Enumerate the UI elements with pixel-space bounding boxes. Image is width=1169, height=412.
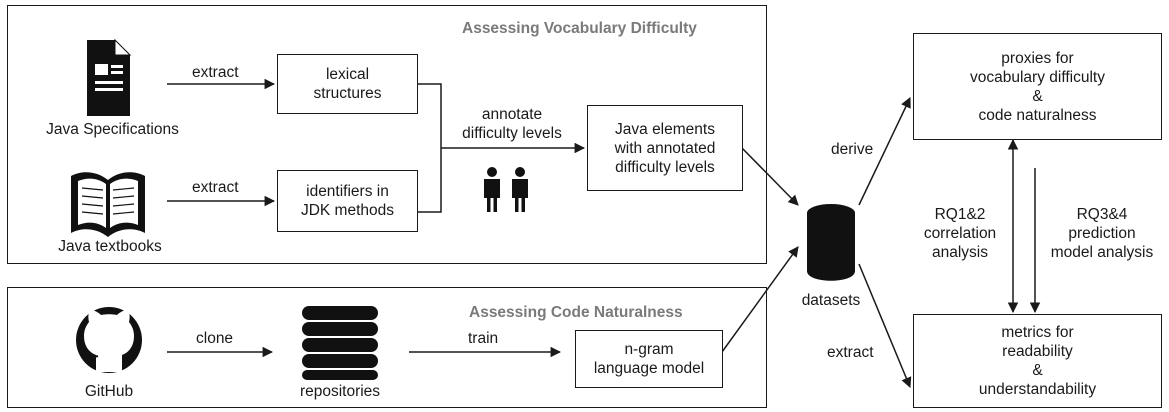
book-icon	[71, 172, 145, 237]
edge-train: train	[468, 330, 499, 347]
github-label: GitHub	[84, 383, 134, 400]
metrics-box: metrics for readability & understandabil…	[913, 314, 1162, 408]
code-naturalness-panel	[7, 287, 767, 408]
github-icon	[76, 307, 142, 373]
lexical-structures-box: lexical structures	[277, 54, 418, 114]
vocab-difficulty-title: Assessing Vocabulary Difficulty	[462, 20, 697, 37]
datasets-label: datasets	[801, 292, 861, 309]
datasets-icon	[807, 204, 855, 281]
edge-extract-metrics: extract	[827, 344, 874, 361]
merge-lexical	[417, 83, 442, 148]
arrow-extract-metrics	[858, 263, 912, 388]
arrow-derive	[858, 97, 911, 206]
edge-derive: derive	[831, 141, 874, 158]
edge-rq12: RQ1&2 correlation analysis	[923, 206, 997, 261]
edge-rq34: RQ3&4 prediction model analysis	[1050, 206, 1154, 261]
document-icon	[87, 38, 132, 116]
vocab-difficulty-panel	[7, 5, 767, 264]
edge-extract-spec: extract	[192, 64, 239, 81]
annotators-icon	[484, 167, 528, 212]
arrow-to-datasets-b	[721, 246, 799, 353]
repositories-icon	[302, 306, 378, 380]
repositories-label: repositories	[299, 383, 381, 400]
proxies-box: proxies for vocabulary difficulty & code…	[913, 33, 1162, 140]
java-specifications-label: Java Specifications	[46, 121, 179, 138]
merge-identifiers	[417, 148, 442, 213]
arrow-to-datasets-a	[741, 147, 799, 206]
identifiers-box: identifiers in JDK methods	[277, 170, 418, 232]
java-textbooks-label: Java textbooks	[58, 238, 162, 255]
java-elements-box: Java elements with annotated difficulty …	[587, 105, 743, 191]
edge-clone: clone	[196, 330, 234, 347]
edge-annotate: annotate difficulty levels	[462, 106, 562, 142]
code-naturalness-title: Assessing Code Naturalness	[469, 304, 683, 321]
edge-extract-textbooks: extract	[192, 179, 239, 196]
ngram-model-box: n-gram language model	[575, 330, 723, 388]
